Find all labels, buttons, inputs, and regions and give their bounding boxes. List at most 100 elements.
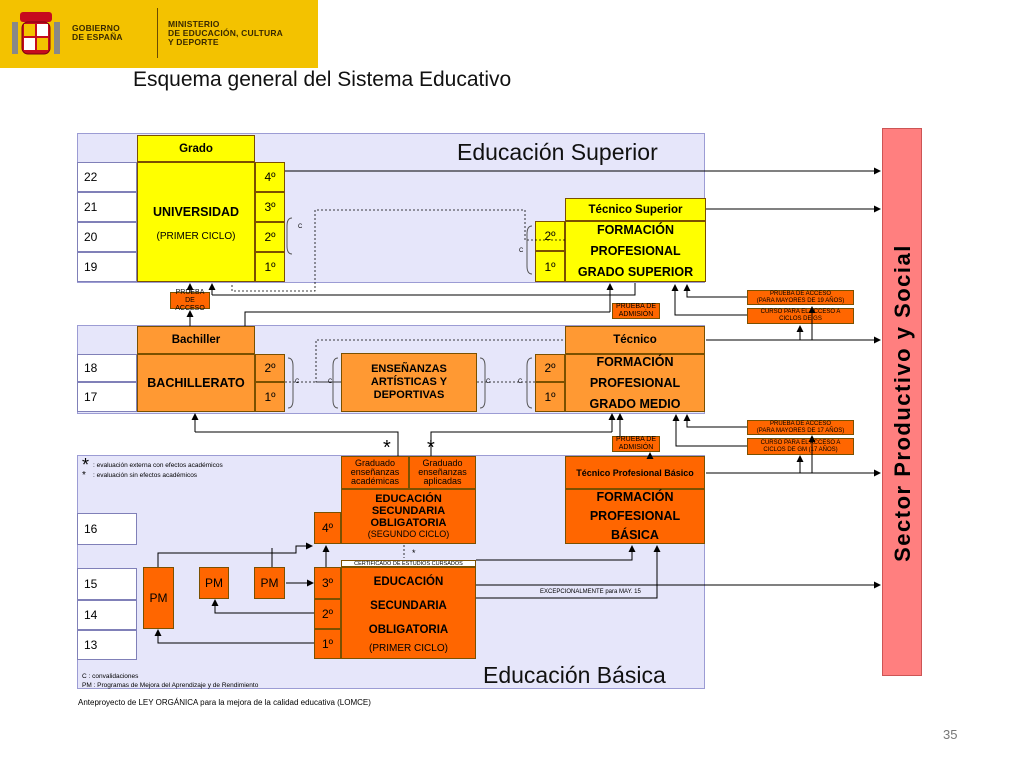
prueba-acceso-19: PRUEBA DE ACCESO (PARA MAYORES DE 19 AÑO…	[747, 290, 854, 305]
convalidacion-c-2: C	[519, 248, 524, 254]
graduado-aplicadas-line-3: aplicadas	[423, 476, 462, 486]
fp-superior-line-2: PROFESIONAL	[590, 244, 681, 258]
age-16: 16	[77, 513, 137, 545]
fp-superior-line-1: FORMACIÓN	[596, 223, 675, 237]
graduado-aplicadas-line-1: Graduado	[422, 458, 463, 468]
fpb-line-1: FORMACIÓN	[596, 490, 674, 504]
legend-star-1: *	[82, 455, 90, 475]
curso-gm-line-2: CICLOS DE GM (17 AÑOS)	[763, 446, 838, 453]
artisticas-line-2: ARTÍSTICAS Y	[370, 376, 448, 388]
eso2-sub: (SEGUNDO CICLO)	[367, 529, 450, 539]
prueba-acceso-17-line-1: PRUEBA DE ACCESO	[769, 420, 832, 427]
fp-superior-line-3: GRADO SUPERIOR	[577, 265, 694, 279]
curso-gs-line-1: CURSO PARA EL ACCESO A	[760, 309, 841, 315]
convalidacion-c-3: C	[295, 379, 300, 385]
artisticas-line-1: ENSEÑANZAS	[371, 363, 447, 375]
graduado-academicas-line-3: académicas	[350, 476, 400, 486]
bachiller-header: Bachiller	[137, 326, 255, 354]
legend-pm: PM : Programas de Mejora del Aprendizaje…	[82, 682, 259, 689]
excepcional-label: EXCEPCIONALMENTE para MAY. 15	[540, 589, 641, 595]
logo-separator	[157, 8, 158, 58]
age-14: 14	[77, 600, 137, 630]
universidad-name: UNIVERSIDAD	[152, 205, 240, 219]
age-20: 20	[77, 222, 137, 252]
universidad-course-4: 4º	[255, 162, 285, 192]
age-21: 21	[77, 192, 137, 222]
curso-gm-line-1: CURSO PARA EL ACCESO A	[760, 439, 841, 446]
graduado-academicas-box: Graduado enseñanzas académicas	[341, 456, 409, 489]
fp-medio-course-1: 1º	[535, 382, 565, 412]
age-22: 22	[77, 162, 137, 192]
convalidacion-c-5: C	[486, 379, 491, 385]
prueba-admision-gm: PRUEBA DE ADMISIÓN	[612, 436, 660, 452]
graduado-aplicadas-line-2: enseñanzas	[418, 467, 467, 477]
fpb-box: FORMACIÓN PROFESIONAL BÁSICA	[565, 489, 705, 544]
eso1-sub: (PRIMER CICLO)	[369, 643, 448, 654]
prueba-acceso-19-line-2: (PARA MAYORES DE 19 AÑOS)	[756, 297, 845, 304]
universidad-sub: (PRIMER CICLO)	[156, 231, 236, 242]
curso-gs-line-2: CICLOS DE GS	[779, 316, 822, 322]
eso-primer-ciclo-box: EDUCACIÓN SECUNDARIA OBLIGATORIA (PRIMER…	[341, 567, 476, 659]
eso2-course-4: 4º	[314, 512, 341, 544]
fp-medio-course-2: 2º	[535, 354, 565, 382]
prueba-acceso-17: PRUEBA DE ACCESO (PARA MAYORES DE 17 AÑO…	[747, 420, 854, 435]
gobierno-line-2: DE ESPAÑA	[72, 32, 123, 42]
fp-medio-header: Técnico	[565, 326, 705, 354]
footer-note: Anteproyecto de LEY ORGÁNICA para la mej…	[78, 698, 371, 707]
star-internal-eval: *	[412, 548, 416, 558]
prueba-admision-gs-line-2: ADMISIÓN	[618, 311, 654, 318]
graduado-aplicadas-box: Graduado enseñanzas aplicadas	[409, 456, 476, 489]
ministerio-line-3: Y DEPORTE	[168, 37, 219, 47]
age-15: 15	[77, 568, 137, 600]
fpb-header: Técnico Profesional Básico	[565, 456, 705, 489]
sector-productivo-bar: Sector Productivo y Social	[882, 128, 922, 676]
eso1-course-1: 1º	[314, 629, 341, 659]
prueba-admision-gs-line-1: PRUEBA DE	[615, 303, 657, 310]
fp-medio-box: FORMACIÓN PROFESIONAL GRADO MEDIO	[565, 354, 705, 412]
age-19: 19	[77, 252, 137, 282]
legend-star-2-text: : evaluación sin efectos académicos	[93, 472, 198, 479]
star-external-eval-1: *	[383, 437, 391, 459]
curso-acceso-gm: CURSO PARA EL ACCESO A CICLOS DE GM (17 …	[747, 438, 854, 455]
fp-superior-box: FORMACIÓN PROFESIONAL GRADO SUPERIOR	[565, 221, 706, 282]
gobierno-line-1: GOBIERNO	[72, 23, 120, 33]
fpb-line-2: PROFESIONAL	[589, 509, 681, 523]
universidad-course-3: 3º	[255, 192, 285, 222]
universidad-header: Grado	[137, 135, 255, 162]
fp-medio-line-1: FORMACIÓN	[596, 354, 674, 369]
universidad-course-2: 2º	[255, 222, 285, 252]
convalidacion-c-6: C	[518, 379, 523, 385]
legend-star-2: *	[82, 470, 86, 481]
page-number: 35	[943, 727, 958, 742]
band-title-superior: Educación Superior	[457, 139, 658, 165]
star-external-eval-2: *	[427, 437, 435, 459]
curso-acceso-gs: CURSO PARA EL ACCESO A CICLOS DE GS	[747, 308, 854, 324]
bachillerato-box: BACHILLERATO	[137, 354, 255, 412]
pm-box-2: PM	[199, 567, 229, 599]
universidad-course-1: 1º	[255, 252, 285, 282]
eso1-line-1: EDUCACIÓN	[373, 576, 444, 588]
legend-star-1-text: : evaluación externa con efectos académi…	[93, 462, 223, 469]
eso2-line-1: EDUCACIÓN	[375, 493, 442, 505]
eso-segundo-ciclo-box: EDUCACIÓN SECUNDARIA OBLIGATORIA (SEGUND…	[341, 489, 476, 544]
convalidacion-c-4: C	[328, 379, 333, 385]
eso1-line-2: SECUNDARIA	[370, 600, 447, 612]
age-13: 13	[77, 630, 137, 660]
fp-medio-line-3: GRADO MEDIO	[589, 396, 681, 411]
graduado-academicas-line-1: Graduado	[354, 458, 396, 468]
artisticas-line-3: DEPORTIVAS	[373, 389, 445, 401]
certificado-box: CERTIFICADO DE ESTUDIOS CURSADOS	[341, 560, 476, 567]
page-title: Esquema general del Sistema Educativo	[133, 68, 512, 91]
convalidacion-c-1: C	[298, 224, 303, 230]
pm-box-3: PM	[254, 567, 285, 599]
prueba-acceso-univ-line-2: ACCESO	[175, 304, 205, 312]
artisticas-box: ENSEÑANZAS ARTÍSTICAS Y DEPORTIVAS	[341, 353, 477, 412]
prueba-acceso-19-line-1: PRUEBA DE ACCESO	[769, 290, 832, 297]
eso1-course-2: 2º	[314, 599, 341, 629]
age-18: 18	[77, 354, 137, 382]
prueba-acceso-17-line-2: (PARA MAYORES DE 17 AÑOS)	[756, 427, 845, 434]
fp-medio-line-2: PROFESIONAL	[589, 375, 681, 390]
ministerio-line-2: DE EDUCACIÓN, CULTURA	[168, 28, 284, 38]
government-logo-banner: GOBIERNO DE ESPAÑA MINISTERIO DE EDUCACI…	[0, 0, 318, 68]
